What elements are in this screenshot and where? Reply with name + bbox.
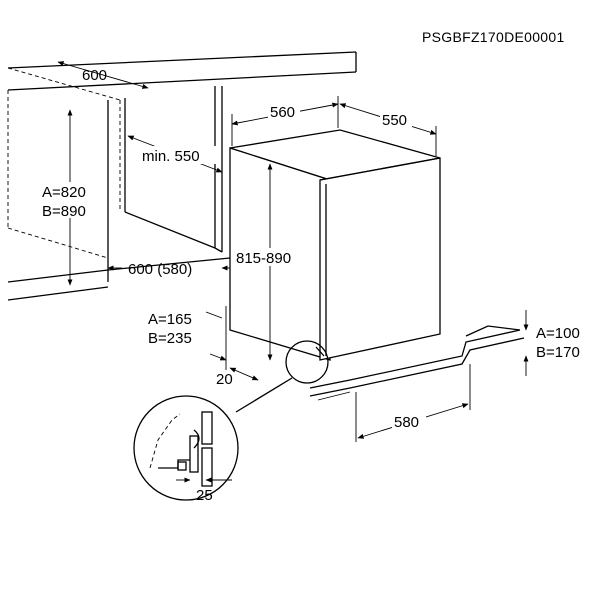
detail-callout <box>235 340 329 413</box>
dim-label-plinth-depth: 580 <box>394 414 419 431</box>
dim-label-niche-height-a: A=820 <box>42 184 86 201</box>
dim-label-plinth-height-b: B=235 <box>148 330 192 347</box>
dim-label-niche-width: 600 (580) <box>128 261 192 278</box>
dim-label-detail-gap: 25 <box>196 487 213 504</box>
dimension-plinth-offset: 20 <box>216 367 259 388</box>
dim-label-foot-height-b: B=170 <box>536 344 580 361</box>
drawing-code: PSGBFZ170DE00001 <box>422 29 565 45</box>
dim-label-plinth-offset: 20 <box>216 371 233 388</box>
dimension-niche-height: A=820 B=890 <box>40 109 102 286</box>
dim-label-foot-height-a: A=100 <box>536 325 580 342</box>
dimension-appliance-width: 560 <box>231 96 339 146</box>
dimension-appliance-depth: 550 <box>339 103 437 156</box>
dimension-niche-depth: 600 <box>57 61 149 89</box>
dim-label-appliance-depth: 550 <box>382 112 407 129</box>
appliance-body <box>229 129 441 361</box>
dimension-detail-gap: 25 <box>176 477 232 504</box>
dimension-foot-height: A=100 B=170 <box>523 310 580 376</box>
dim-label-min-depth: min. 550 <box>142 148 200 165</box>
plinth-board <box>309 325 525 397</box>
dimension-min-depth: min. 550 <box>127 135 223 173</box>
dimension-plinth-height: A=165 B=235 <box>148 306 227 370</box>
dim-label-plinth-height-a: A=165 <box>148 311 192 328</box>
dimension-appliance-height: 815-890 <box>234 163 306 361</box>
dimension-niche-width: 600 (580) <box>107 261 232 278</box>
dim-label-niche-height-b: B=890 <box>42 203 86 220</box>
dim-label-appliance-height: 815-890 <box>236 250 291 267</box>
dim-label-niche-depth: 600 <box>82 67 107 84</box>
dim-label-appliance-width: 560 <box>270 104 295 121</box>
detail-view <box>133 395 239 501</box>
dimension-plinth-depth: 580 <box>355 364 471 442</box>
